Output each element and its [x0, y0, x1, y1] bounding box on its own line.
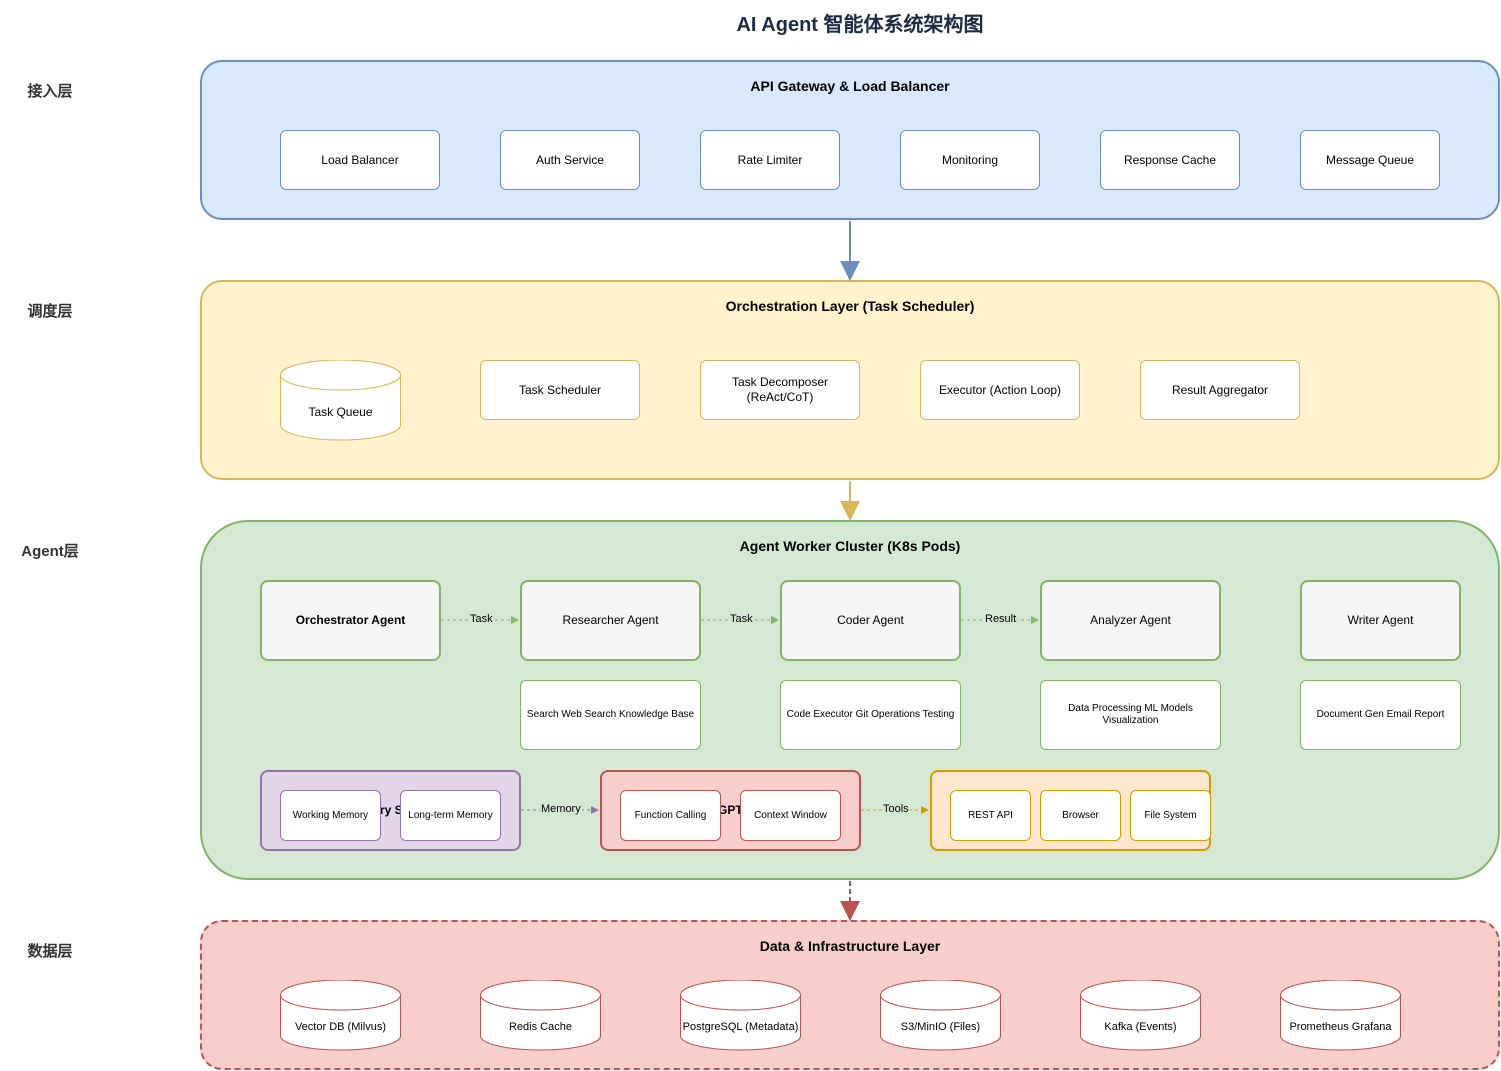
cylinder-shape: [280, 980, 401, 1051]
gateway-item-message-queue[interactable]: Message Queue: [1300, 130, 1440, 190]
llm-group-title: GPT: [718, 803, 743, 817]
orchestration-layer-title: Orchestration Layer (Task Scheduler): [725, 298, 975, 314]
data-store-prometheus[interactable]: Prometheus Grafana: [1280, 980, 1401, 1051]
data-store-label: PostgreSQL (Metadata): [682, 1021, 799, 1033]
data-store-kafka[interactable]: Kafka (Events): [1080, 980, 1201, 1051]
edge-label-tools: Tools: [882, 803, 910, 815]
writer-agent[interactable]: Writer Agent: [1300, 580, 1461, 661]
task-decomposer-box[interactable]: Task Decomposer (ReAct/CoT): [700, 360, 860, 420]
task-decomposer-line2: (ReAct/CoT): [746, 390, 814, 404]
data-store-label: Vector DB (Milvus): [294, 1021, 387, 1033]
task-queue-cylinder[interactable]: Task Queue: [280, 360, 401, 441]
data-store-vector-db[interactable]: Vector DB (Milvus): [280, 980, 401, 1051]
side-label-agent: Agent层: [21, 543, 79, 560]
data-store-redis[interactable]: Redis Cache: [480, 980, 601, 1051]
memory-group-title: ry S: [380, 803, 403, 817]
result-aggregator-box[interactable]: Result Aggregator: [1140, 360, 1300, 420]
data-store-label: Prometheus Grafana: [1289, 1021, 1392, 1033]
side-label-access: 接入层: [27, 83, 73, 100]
cylinder-shape: [880, 980, 1001, 1051]
gateway-item-load-balancer[interactable]: Load Balancer: [280, 130, 440, 190]
executor-box[interactable]: Executor (Action Loop): [920, 360, 1080, 420]
cylinder-shape: [480, 980, 601, 1051]
orchestrator-agent[interactable]: Orchestrator Agent: [260, 580, 441, 661]
researcher-tools[interactable]: Search Web Search Knowledge Base: [520, 680, 701, 750]
data-layer-title: Data & Infrastructure Layer: [759, 938, 941, 954]
task-queue-label: Task Queue: [308, 405, 373, 419]
working-memory-box[interactable]: Working Memory: [280, 790, 381, 841]
function-calling-box[interactable]: Function Calling: [620, 790, 721, 841]
rest-api-box[interactable]: REST API: [950, 790, 1031, 841]
analyzer-tools-line2: Visualization: [1102, 715, 1159, 726]
side-label-schedule: 调度层: [27, 303, 73, 320]
task-scheduler-box[interactable]: Task Scheduler: [480, 360, 640, 420]
cylinder-shape: [1280, 980, 1401, 1051]
file-system-box[interactable]: File System: [1130, 790, 1211, 841]
edge-label-task-1: Task: [469, 613, 494, 625]
long-term-memory-box[interactable]: Long-term Memory: [400, 790, 501, 841]
analyzer-agent[interactable]: Analyzer Agent: [1040, 580, 1221, 661]
data-store-label: Kafka (Events): [1104, 1021, 1177, 1033]
analyzer-tools[interactable]: Data Processing ML Models Visualization: [1040, 680, 1221, 750]
gateway-item-rate-limiter[interactable]: Rate Limiter: [700, 130, 840, 190]
diagram-title: AI Agent 智能体系统架构图: [736, 14, 984, 36]
coder-tools[interactable]: Code Executor Git Operations Testing: [780, 680, 961, 750]
gateway-layer-title: API Gateway & Load Balancer: [750, 78, 950, 94]
gateway-item-response-cache[interactable]: Response Cache: [1100, 130, 1240, 190]
agent-cluster-title: Agent Worker Cluster (K8s Pods): [739, 538, 961, 554]
edge-label-result: Result: [984, 613, 1018, 625]
cylinder-shape: [280, 360, 401, 441]
writer-tools[interactable]: Document Gen Email Report: [1300, 680, 1461, 750]
gateway-item-auth-service[interactable]: Auth Service: [500, 130, 640, 190]
edge-label-memory: Memory: [540, 803, 582, 815]
researcher-agent[interactable]: Researcher Agent: [520, 580, 701, 661]
gateway-item-monitoring[interactable]: Monitoring: [900, 130, 1040, 190]
task-decomposer-line1: Task Decomposer: [731, 375, 829, 389]
side-label-data: 数据层: [27, 943, 73, 960]
data-store-s3-minio[interactable]: S3/MinIO (Files): [880, 980, 1001, 1051]
analyzer-tools-line1: Data Processing ML Models: [1068, 703, 1193, 714]
data-store-label: S3/MinIO (Files): [900, 1021, 981, 1033]
data-store-label: Redis Cache: [509, 1021, 572, 1033]
browser-box[interactable]: Browser: [1040, 790, 1121, 841]
coder-agent[interactable]: Coder Agent: [780, 580, 961, 661]
cylinder-shape: [1080, 980, 1201, 1051]
data-store-postgresql[interactable]: PostgreSQL (Metadata): [680, 980, 801, 1051]
edge-label-task-2: Task: [729, 613, 754, 625]
context-window-box[interactable]: Context Window: [740, 790, 841, 841]
cylinder-shape: [680, 980, 801, 1051]
